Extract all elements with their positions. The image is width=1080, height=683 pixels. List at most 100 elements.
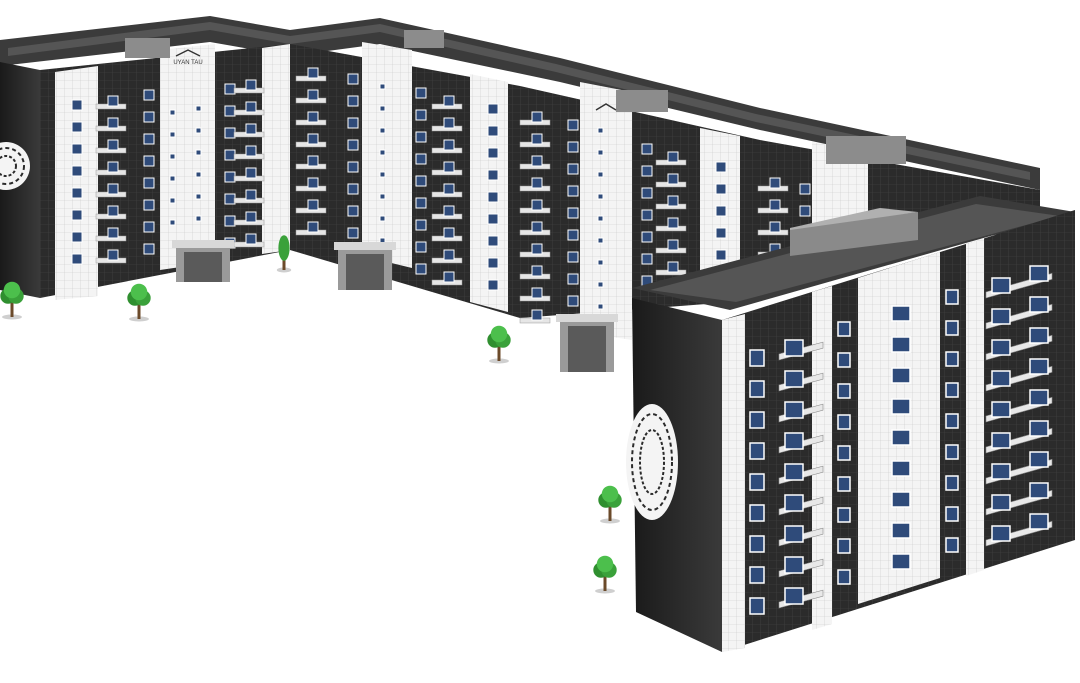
window [749,473,765,491]
ornament-medallion-left [0,142,30,190]
window [107,227,119,239]
ornament-medallion-right [626,404,678,520]
trees [0,235,622,594]
section-4-stair-core [812,142,868,236]
front-tower-stair-core [858,252,940,604]
window [991,494,1011,511]
window [837,569,851,585]
window [347,73,359,85]
window [991,308,1011,325]
window [245,189,257,201]
tree-trunk [497,342,501,361]
window [379,149,386,156]
tree-crown [490,325,508,343]
window [169,175,176,182]
entrance-canopy-2 [334,242,396,290]
window [991,463,1011,480]
window [415,153,427,165]
window [143,111,155,123]
tree [0,281,24,320]
section-2-stair-core [362,42,412,268]
window [531,221,543,233]
window [837,321,851,337]
window [169,153,176,160]
window [307,221,319,233]
tree [127,283,151,322]
window [107,205,119,217]
window [784,432,804,450]
window [769,221,781,233]
window [784,401,804,419]
window [379,171,386,178]
tree-crown [596,555,614,573]
window [567,251,579,263]
window [945,351,959,367]
window [487,257,499,269]
window [245,211,257,223]
front-tower-white-band-b [812,286,832,630]
window [443,271,455,283]
window [379,215,386,222]
window [597,215,604,222]
window [749,349,765,367]
tree-crown [3,281,21,299]
tree-crown [130,283,148,301]
window [71,121,83,133]
window [107,139,119,151]
window [245,123,257,135]
window [945,413,959,429]
entrance-canopy-3 [556,314,618,372]
window [891,429,911,446]
back-roof [0,16,1040,190]
window [1029,482,1049,499]
window [837,383,851,399]
window [891,522,911,539]
window [837,507,851,523]
window [443,139,455,151]
window [641,253,653,265]
window [1029,265,1049,282]
window [347,95,359,107]
window [224,171,236,183]
window [347,205,359,217]
window [1029,389,1049,406]
window [1029,327,1049,344]
window [837,445,851,461]
window [347,161,359,173]
window [769,177,781,189]
window [715,227,727,239]
window [837,538,851,554]
window [143,177,155,189]
window [195,105,202,112]
window [749,504,765,522]
window [415,241,427,253]
window [567,141,579,153]
window [107,183,119,195]
window [567,119,579,131]
window [715,183,727,195]
window [784,339,804,357]
tree-crown [278,235,290,261]
window [891,491,911,508]
window [945,506,959,522]
window [1029,358,1049,375]
window [71,165,83,177]
entrance-canopy-1 [172,240,234,282]
tree [276,235,292,273]
window [991,432,1011,449]
window [749,442,765,460]
window [567,163,579,175]
window [1029,451,1049,468]
window [224,105,236,117]
tree-trunk [282,254,286,270]
window [443,227,455,239]
window [597,171,604,178]
window [597,281,604,288]
window [531,177,543,189]
window [667,195,679,207]
window [245,101,257,113]
window [715,161,727,173]
window [487,125,499,137]
window [991,401,1011,418]
window [71,187,83,199]
